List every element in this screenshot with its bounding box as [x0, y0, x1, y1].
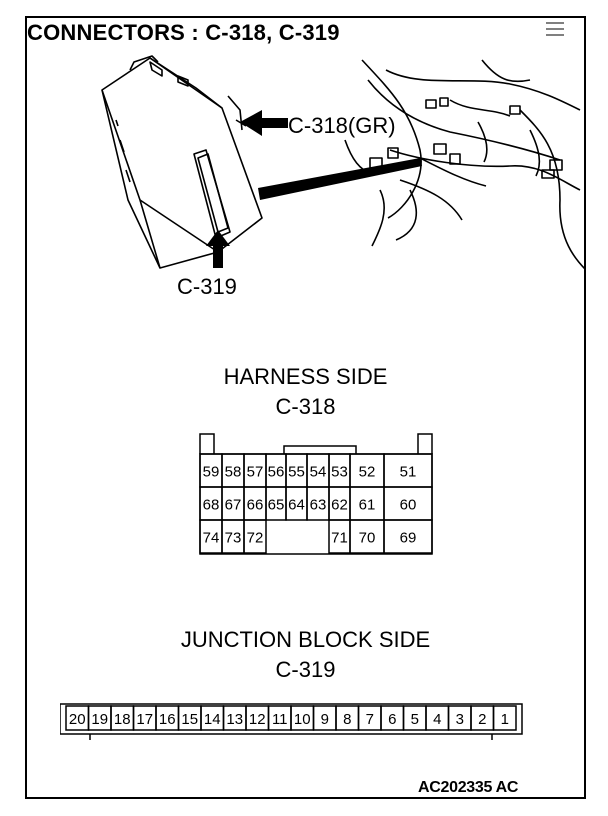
latch-left — [199, 433, 215, 454]
c319-pin-number: 4 — [433, 711, 441, 728]
c319-pin-number: 10 — [294, 711, 311, 728]
c318-pin-number: 56 — [268, 464, 285, 481]
c319-pin-number: 6 — [388, 711, 396, 728]
c319-pin-number: 19 — [91, 711, 108, 728]
c318-pin-number: 70 — [359, 530, 376, 547]
c318-pin-number: 71 — [331, 530, 348, 547]
page-corner-icon — [546, 22, 564, 36]
junction-block-illustration — [101, 55, 586, 271]
c318-pin-number: 68 — [203, 497, 220, 514]
c319-pin-number: 1 — [501, 711, 509, 728]
arrow-harness-pointer — [258, 158, 422, 200]
c318-pin-number: 58 — [225, 464, 242, 481]
c318-pin-number: 51 — [400, 464, 417, 481]
figure-code: AC202335 AC — [418, 779, 519, 796]
c319-pin-number: 8 — [343, 711, 351, 728]
c318-pin-number: 65 — [268, 497, 285, 514]
c318-pin-number: 62 — [331, 497, 348, 514]
diagram-title: CONNECTORS : C-318, C-319 — [27, 20, 340, 45]
c318-pin-number: 57 — [247, 464, 264, 481]
c318-pin-cell — [243, 519, 267, 554]
c319-pin-number: 17 — [136, 711, 153, 728]
c319-callout: C-319 — [177, 274, 237, 299]
arrow-c319 — [206, 230, 230, 268]
harness-side-connector-label: C-318 — [275, 394, 336, 419]
c319-pin-number: 15 — [181, 711, 198, 728]
c319-feet — [89, 734, 493, 740]
c319-pin-number: 11 — [272, 711, 288, 728]
junction-block-side-heading: JUNCTION BLOCK SIDE — [180, 627, 431, 652]
c319-pin-number: 20 — [69, 711, 86, 728]
c318-pin-number: 64 — [288, 497, 305, 514]
c318-pin-number: 73 — [225, 530, 242, 547]
module-body — [101, 57, 263, 269]
c319-pin-number: 18 — [114, 711, 131, 728]
c319-pin-number: 7 — [366, 711, 374, 728]
c318-pin-number: 60 — [400, 497, 417, 514]
c319-pin-number: 12 — [249, 711, 266, 728]
c318-pin-number: 53 — [331, 464, 348, 481]
key-tab — [283, 445, 357, 454]
c319-pin-number: 14 — [204, 711, 221, 728]
c318-pin-number: 74 — [203, 530, 220, 547]
c318-pin-number: 69 — [400, 530, 417, 547]
c318-gr-callout: C-318(GR) — [288, 113, 396, 138]
c319-pin-number: 3 — [456, 711, 464, 728]
c318-pin-number: 66 — [247, 497, 264, 514]
c318-pin-number: 54 — [310, 464, 327, 481]
c319-housing — [60, 703, 523, 735]
arrow-c318 — [240, 110, 288, 136]
c319-pin-number: 16 — [159, 711, 176, 728]
c319-pin-cell — [492, 705, 517, 731]
diagram-frame — [25, 16, 586, 799]
c318-pin-number: 61 — [359, 497, 376, 514]
c318-pin-number: 59 — [203, 464, 220, 481]
c319-pin-number: 2 — [478, 711, 486, 728]
c318-pin-number: 63 — [310, 497, 327, 514]
latch-right — [417, 433, 433, 454]
c318-pin-number: 67 — [225, 497, 242, 514]
c318-pin-cell — [383, 519, 433, 554]
c319-slot — [193, 149, 231, 239]
c319-pin-number: 5 — [411, 711, 419, 728]
c318-pin-number: 72 — [247, 530, 264, 547]
c319-pin-number: 13 — [226, 711, 243, 728]
harness-side-heading: HARNESS SIDE — [223, 364, 388, 389]
c318-pin-number: 52 — [359, 464, 376, 481]
junction-block-side-connector-label: C-319 — [275, 657, 336, 682]
c319-pin-number: 9 — [321, 711, 329, 728]
c318-pin-number: 55 — [288, 464, 305, 481]
